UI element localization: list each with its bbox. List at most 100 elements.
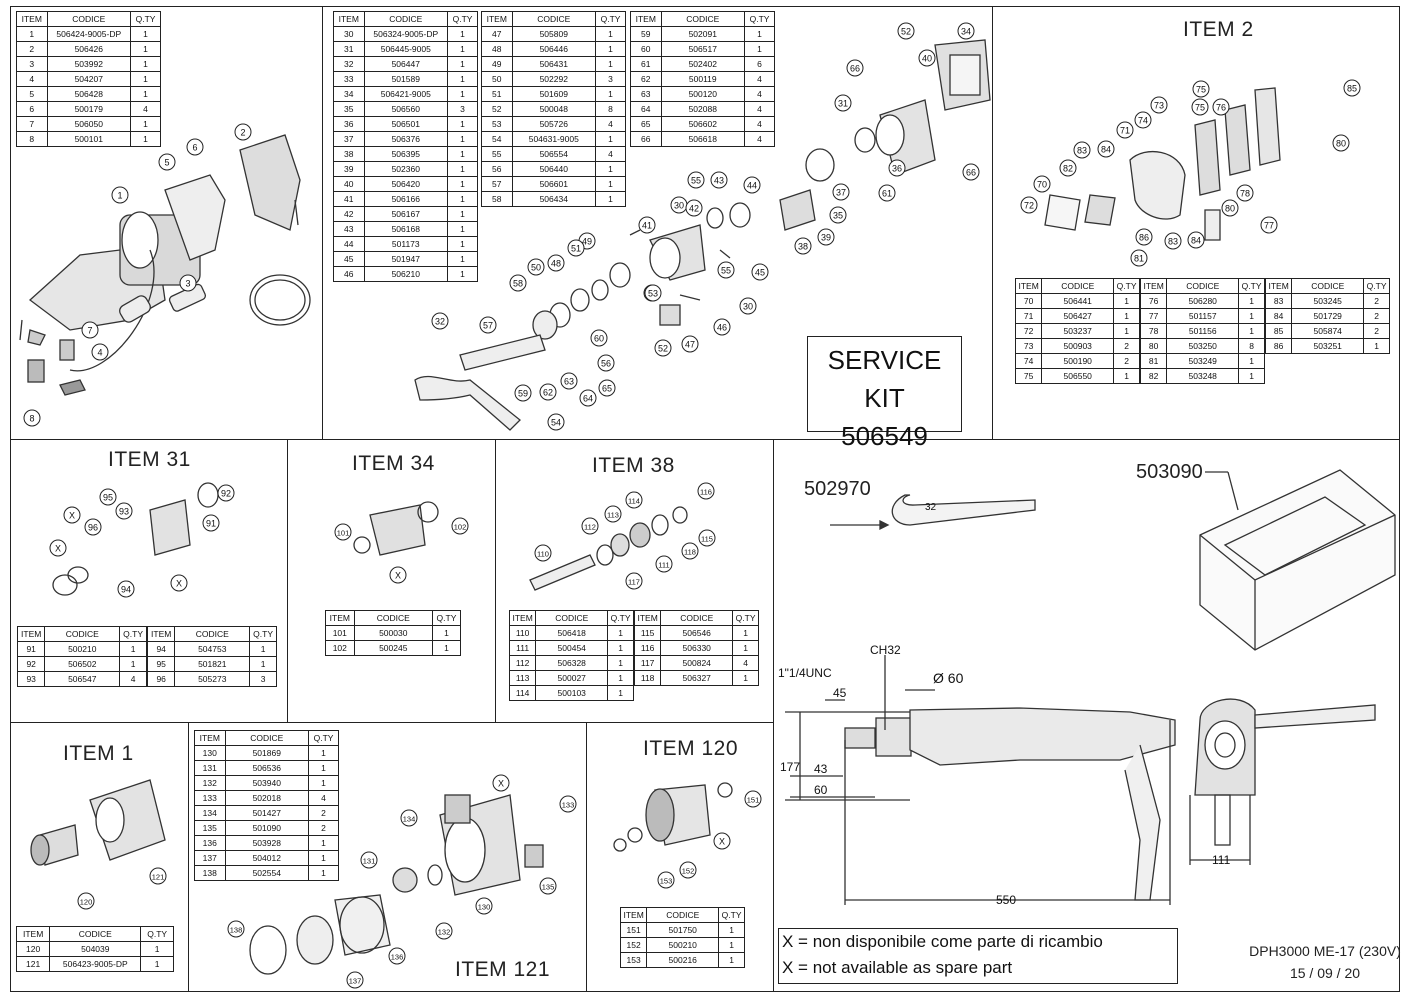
callout-main-65: 65 [598,379,616,397]
callout-circle [681,542,699,560]
callout-item38-118: 118 [681,542,699,560]
callout-label: 64 [583,393,593,403]
cell-qty: 1 [595,191,626,207]
cell-code: 506550 [1041,368,1115,384]
callout-main-47: 47 [681,335,699,353]
callout-label: 66 [966,167,976,177]
callout-label: 53 [648,288,658,298]
callout-label: 82 [1063,163,1073,173]
cell-qty: 1 [447,191,478,207]
cell-item: 75 [1014,368,1043,384]
callout-circle [679,861,697,879]
callout-item1-121: 121 [149,867,167,885]
cell-item: 114 [508,685,537,701]
callout-main-35: 35 [829,206,847,224]
cell-qty: 1 [607,625,634,641]
callout-main-8: 8 [23,409,41,427]
dim-177: 177 [780,760,801,774]
callout-circle [638,216,656,234]
cell-code: 506423-9005-DP [49,956,142,972]
callout-label: 112 [584,522,596,531]
item120-title: ITEM 120 [643,737,739,760]
callout-item120-X: X [713,832,731,850]
callout-label: 40 [922,53,932,63]
cell-item: 117 [633,655,662,671]
callout-circle [717,261,735,279]
callout-main-1: 1 [111,186,129,204]
callout-circle [794,237,812,255]
callout-main-31: 31 [834,94,852,112]
callout-label: 59 [518,388,528,398]
callout-item121-138: 138 [227,920,245,938]
callout-main-60: 60 [590,329,608,347]
case-code: 503090 [1136,461,1203,483]
callout-circle [227,920,245,938]
cell-item: 66 [630,131,662,147]
cell-item: 86 [1264,338,1293,354]
callout-item34-101: 101 [334,523,352,541]
callout-label: 5 [164,157,169,167]
callout-item38-116: 116 [697,482,715,500]
callout-circle [509,274,527,292]
note-italian: X = non disponibile come parte di ricamb… [782,932,1103,951]
callout-label: 52 [901,26,911,36]
item1-title: ITEM 1 [63,742,134,765]
cell-code: 503237 [1041,323,1115,339]
callout-circle [832,183,850,201]
cell-qty: 4 [744,131,775,147]
callout-main-56: 56 [597,354,615,372]
callout-circle [475,897,493,915]
callout-label: X [55,543,61,553]
callout-label: 62 [543,387,553,397]
callout-label: 86 [1139,232,1149,242]
callout-label: 78 [1240,188,1250,198]
callout-circle [435,922,453,940]
callout-label: 52 [658,343,668,353]
callout-circle [625,491,643,509]
callout-item31-X: X [170,574,188,592]
callout-circle [878,184,896,202]
callout-circle [23,409,41,427]
callout-label: 132 [438,927,451,936]
cell-item: 85 [1264,323,1293,339]
callout-item2-73: 73 [1150,96,1168,114]
callout-circle [1192,80,1210,98]
callout-label: 35 [833,210,843,220]
callout-item120-153: 153 [657,871,675,889]
wrench-size: 32 [925,502,937,513]
cell-item: 102 [325,640,355,656]
callout-label: 118 [684,547,696,556]
callout-label: 32 [435,316,445,326]
cell-qty: 1 [447,71,478,87]
callout-circle [1073,141,1091,159]
callout-item121-133: 133 [559,795,577,813]
callout-circle [751,263,769,281]
callout-label: 91 [206,518,216,528]
callout-main-44: 44 [743,176,761,194]
notes-box [778,928,1178,984]
carry-case-drawing [1199,469,1396,651]
callout-item34-102: 102 [451,517,469,535]
cell-item: 82 [1139,368,1168,384]
callout-label: 113 [607,510,619,519]
callout-circle [217,484,235,502]
dim-43: 43 [814,762,828,776]
callout-circle [1212,98,1230,116]
cell-code: 500103 [535,685,609,701]
